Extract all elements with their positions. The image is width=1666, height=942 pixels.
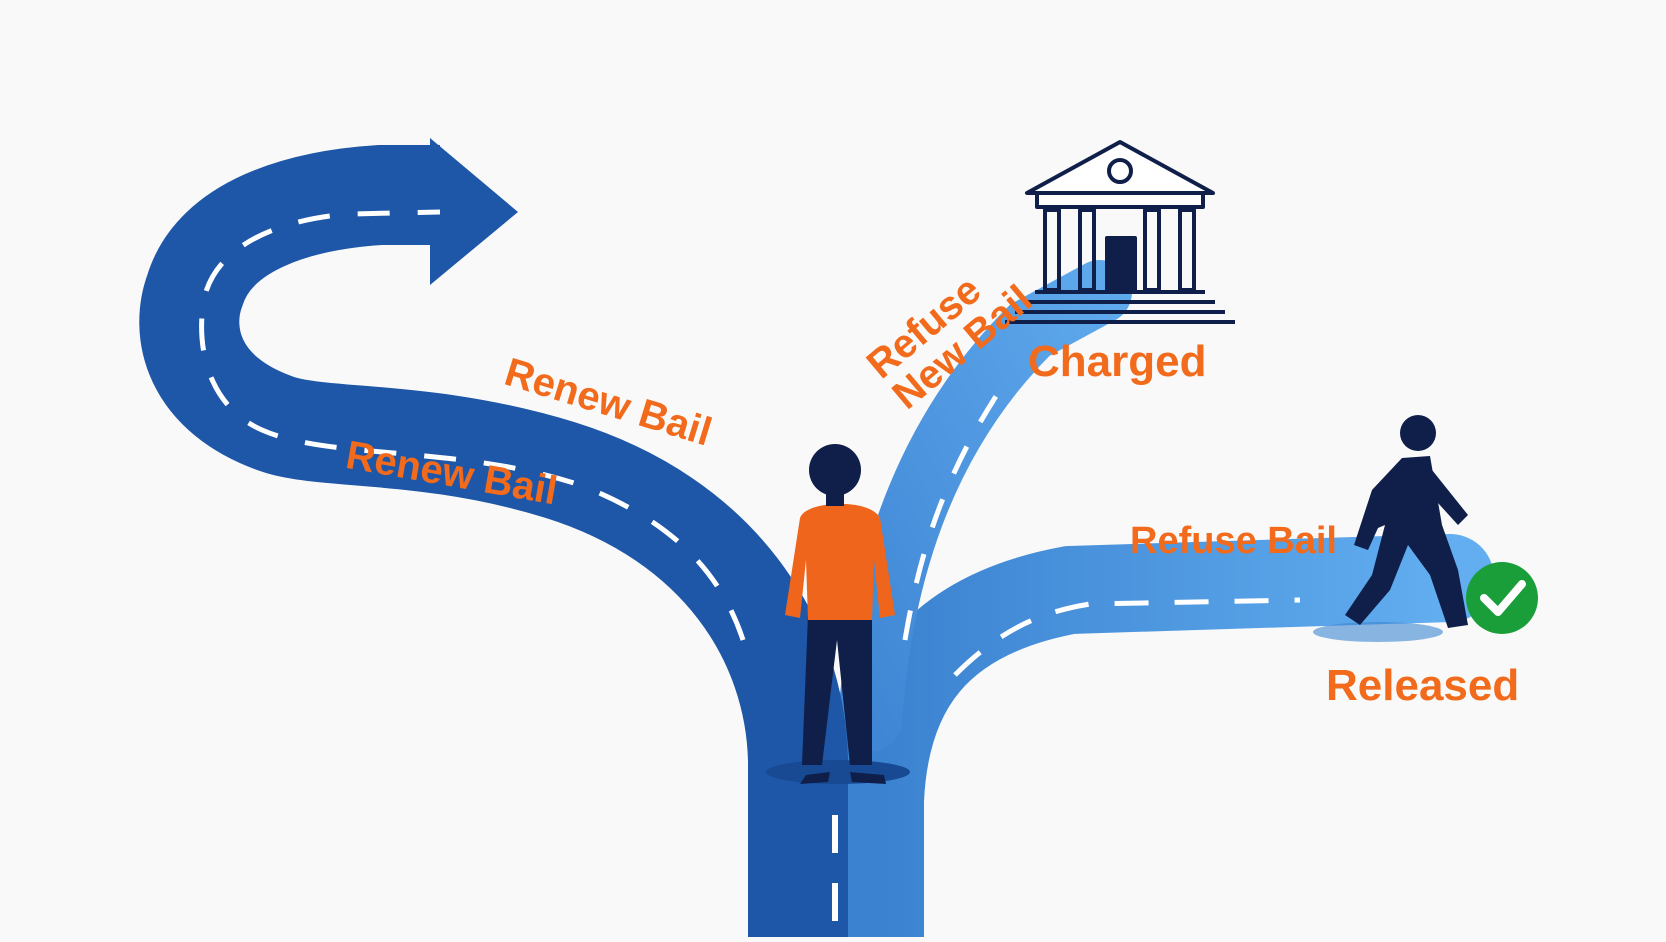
refuse-bail-label: Refuse Bail	[1130, 520, 1337, 562]
u-turn-arrow-head	[430, 138, 518, 285]
courthouse-icon	[1005, 140, 1235, 324]
standing-person	[766, 444, 910, 784]
walking-person-icon	[1313, 415, 1468, 642]
road-refuse-new-bail	[838, 260, 1132, 752]
check-circle-icon	[1466, 562, 1538, 634]
road-renew-bail	[139, 138, 848, 937]
released-label: Released	[1326, 661, 1520, 710]
charged-label: Charged	[1028, 337, 1207, 386]
